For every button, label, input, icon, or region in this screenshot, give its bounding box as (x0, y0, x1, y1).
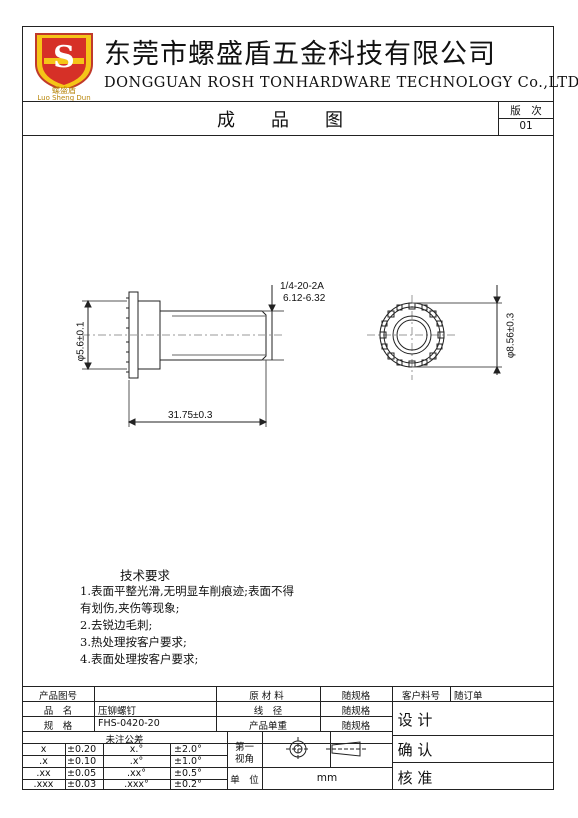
tol-key: .xx (36, 768, 51, 779)
product-no-label: 产品图号 (38, 691, 77, 702)
requirement-1a: 1.表面平整光滑,无明显车削痕迹;表面不得 (80, 584, 295, 598)
name-value: 压铆螺钉 (98, 706, 137, 717)
tol-key: .xxx° (124, 779, 149, 790)
version-mid-line (498, 118, 554, 119)
company-logo: S 螺盛盾 Luo Sheng Dun (30, 30, 98, 102)
tol-value: ±0.2° (174, 779, 202, 790)
customer-no-label: 客户料号 (401, 691, 440, 702)
thread-range-label: 6.12-6.32 (283, 293, 326, 304)
dia-right-label: φ8.56±0.3 (505, 312, 517, 359)
end-view-teeth (379, 302, 445, 368)
weight-value: 随规格 (341, 721, 371, 732)
logo-letter: S (53, 40, 75, 75)
tol-key: .x (39, 756, 48, 767)
unit-label: 单 位 (230, 775, 259, 786)
version-label: 版 次 (510, 105, 542, 117)
part-drawing (82, 285, 502, 427)
weight-label: 产品单重 (248, 721, 287, 732)
end-view-knurl (383, 306, 441, 364)
requirement-2: 2.去锐边毛刺; (80, 618, 153, 632)
tolerance-label: 未注公差 (105, 735, 144, 746)
design-label: 设 计 (397, 711, 433, 729)
title-divider (22, 135, 554, 136)
unit-value: mm (316, 772, 338, 784)
logo-en: Luo Sheng Dun (37, 94, 91, 102)
wire-label: 线 径 (253, 706, 283, 717)
angle-label-1: 第一 (234, 742, 254, 753)
header-divider (22, 101, 554, 102)
dia-left-label: φ5.6±0.1 (75, 321, 87, 362)
tol-value: ±0.20 (67, 744, 97, 755)
tol-value: ±1.0° (174, 756, 202, 767)
tol-key: .x° (129, 756, 144, 767)
tol-key: .xx° (126, 768, 146, 779)
confirm-label: 确 认 (397, 741, 433, 759)
requirement-1b: 有划伤,夹伤等现象; (80, 601, 180, 615)
tb-top (22, 686, 554, 687)
version-value: 01 (519, 120, 533, 132)
tol-key: x.° (129, 744, 144, 755)
wire-value: 随规格 (341, 706, 371, 717)
tol-value: ±0.05 (67, 768, 97, 779)
length-label: 31.75±0.3 (168, 410, 213, 421)
company-name-en: DONGGUAN ROSH TONHARDWARE TECHNOLOGY Co.… (104, 75, 578, 91)
logo-cn: 螺盛盾 (52, 86, 76, 95)
first-angle-projection-icon (286, 737, 366, 761)
drawing-title: 成 品 图 (217, 110, 343, 131)
spec-label: 规 格 (43, 721, 73, 732)
name-label: 品 名 (43, 706, 73, 717)
spec-value: FHS-0420-20 (98, 718, 160, 729)
end-view-hole (396, 319, 428, 351)
requirements-title: 技术要求 (120, 568, 171, 583)
tol-value: ±0.10 (67, 756, 97, 767)
tol-value: ±0.5° (174, 768, 202, 779)
company-name-cn: 东莞市螺盛盾五金科技有限公司 (104, 39, 496, 70)
approve-label: 核 准 (397, 769, 433, 787)
tol-value: ±2.0° (174, 744, 202, 755)
tol-value: ±0.03 (67, 779, 97, 790)
material-label: 原材料 (249, 691, 287, 702)
drawing-frame (22, 26, 554, 790)
angle-label-2: 视角 (234, 754, 254, 765)
end-view-inner (392, 315, 432, 355)
tol-key: .xxx (33, 779, 54, 790)
customer-no-value: 随订单 (454, 691, 483, 702)
requirement-4: 4.表面处理按客户要求; (80, 652, 199, 666)
tol-key: x (40, 744, 47, 755)
material-value: 随规格 (341, 691, 371, 702)
thread-spec-label: 1/4-20-2A (280, 281, 324, 292)
requirement-3: 3.热处理按客户要求; (80, 635, 187, 649)
